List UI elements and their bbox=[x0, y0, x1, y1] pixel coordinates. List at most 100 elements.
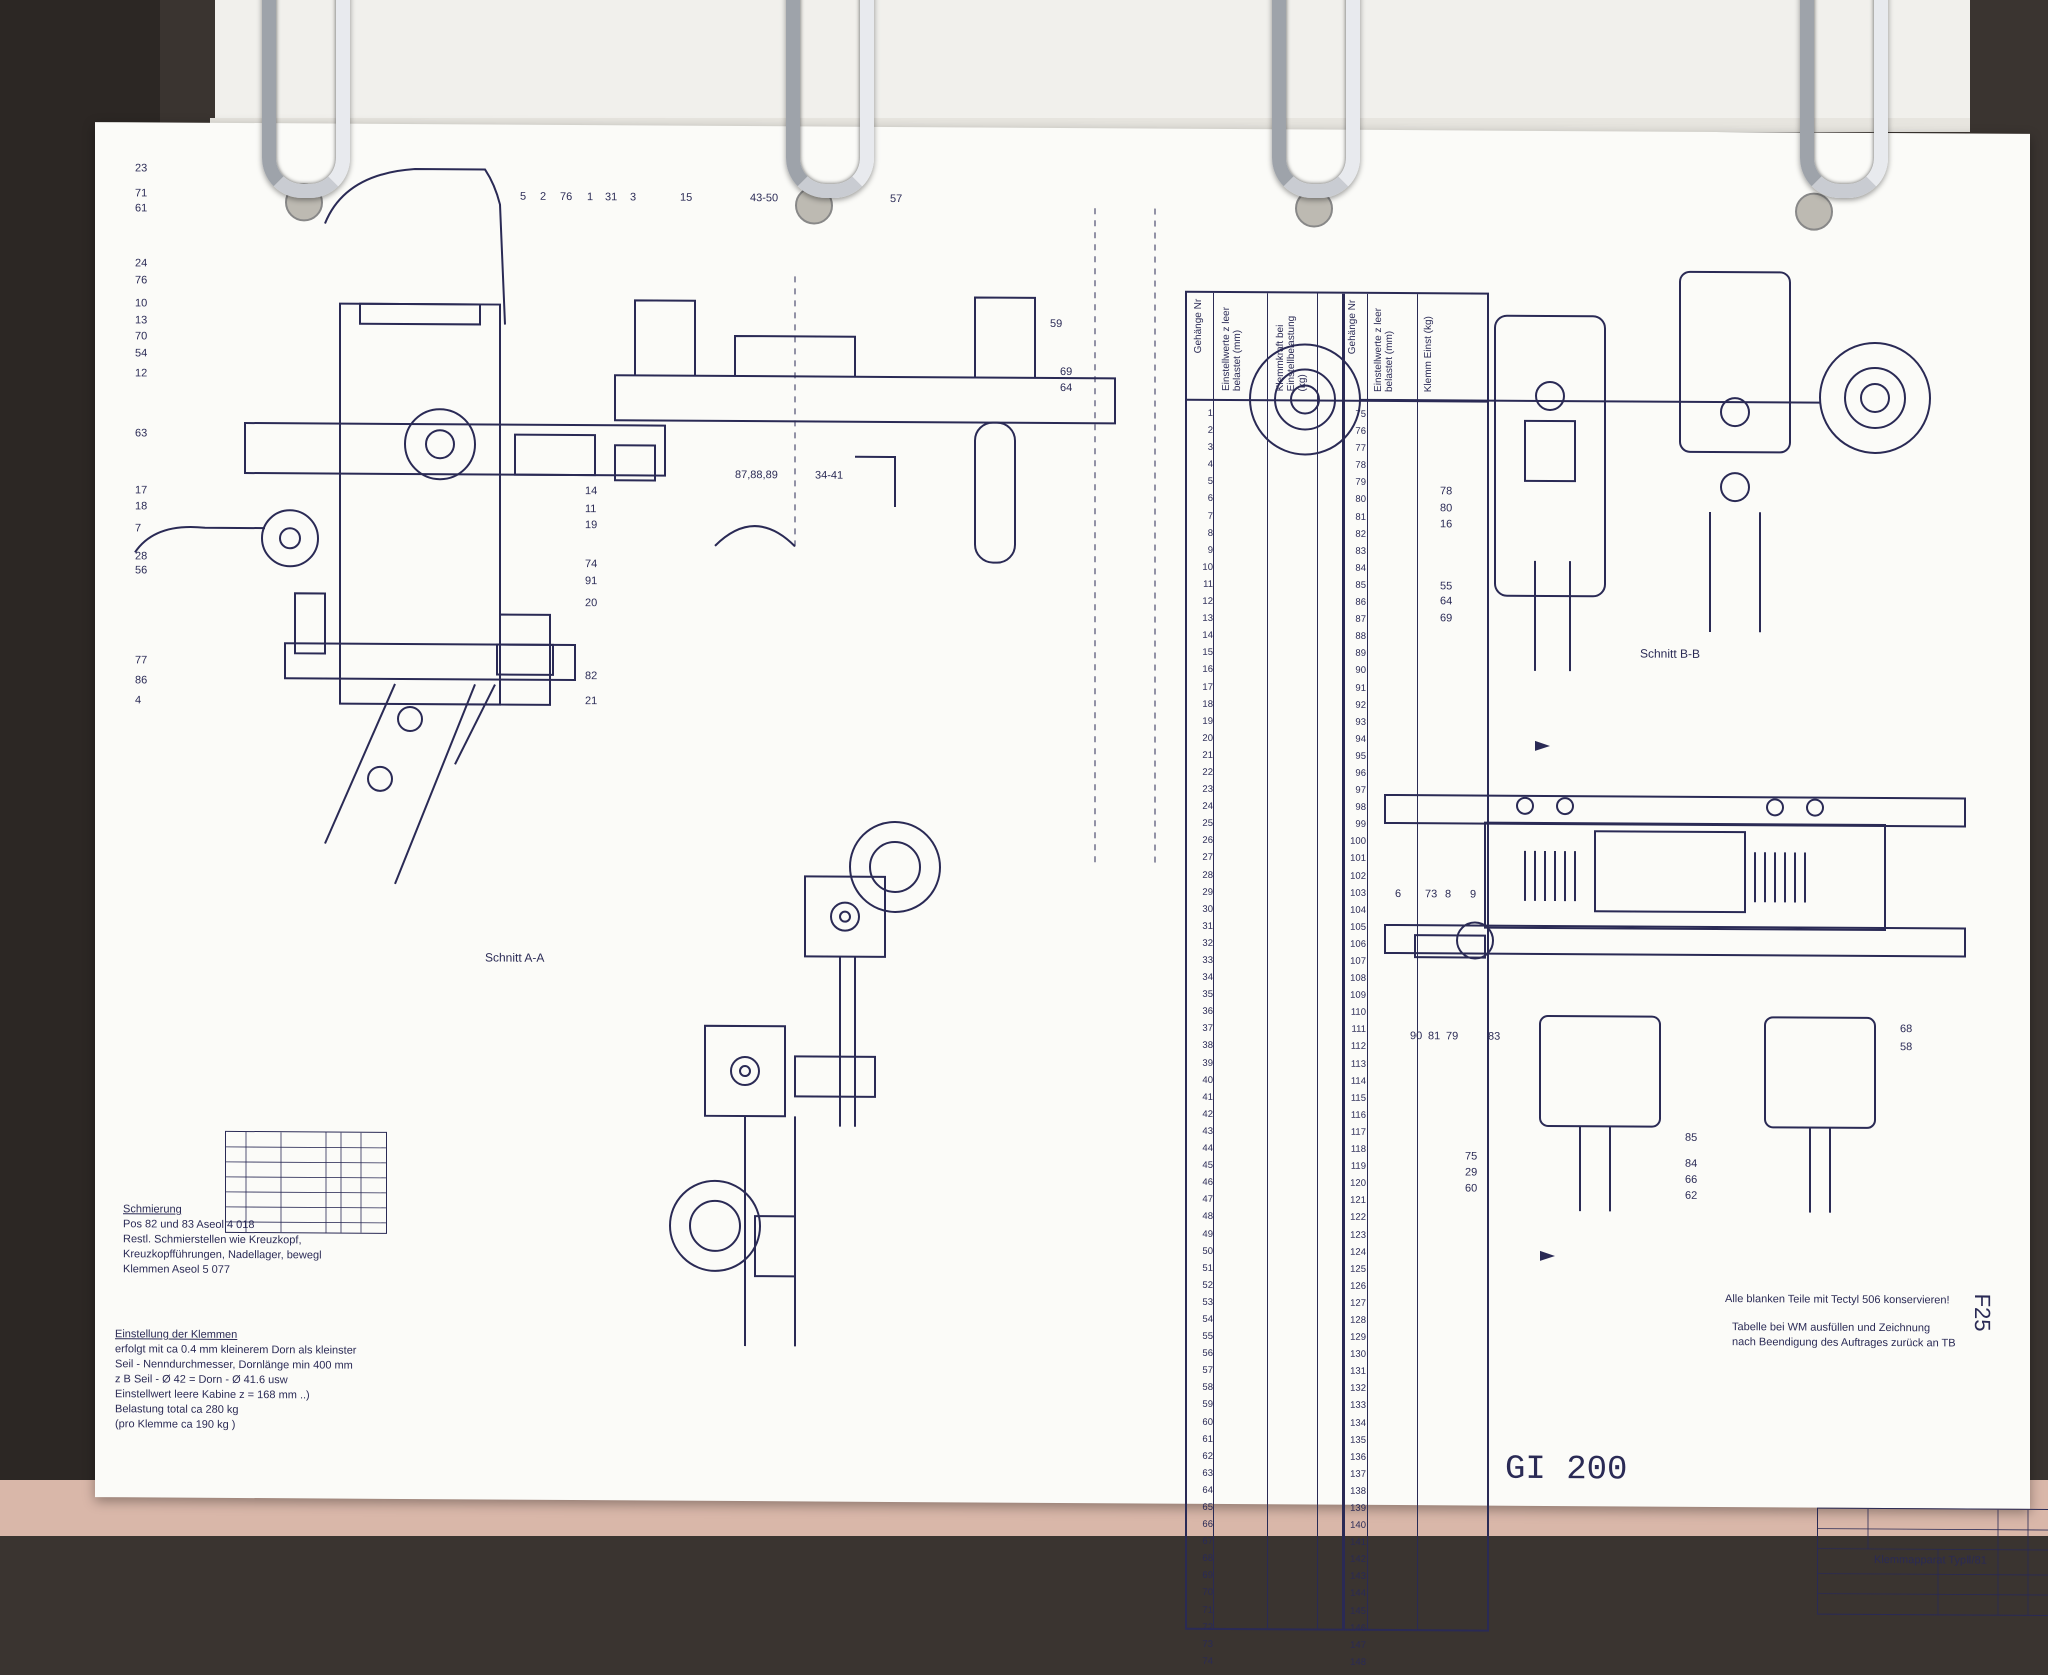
row-number: 121 bbox=[1350, 1195, 1366, 1207]
row-number: 43 bbox=[1202, 1125, 1213, 1137]
row-number: 104 bbox=[1350, 904, 1366, 916]
row-number: 62 bbox=[1202, 1450, 1213, 1462]
row-number: 128 bbox=[1350, 1314, 1366, 1326]
row-number: 58 bbox=[1202, 1382, 1213, 1394]
mini-spec-table bbox=[225, 1130, 387, 1234]
row-number: 65 bbox=[1202, 1501, 1213, 1513]
row-number: 75 bbox=[1355, 408, 1366, 420]
row-number: 106 bbox=[1350, 938, 1366, 950]
column-rule bbox=[1317, 293, 1318, 1629]
row-number: 46 bbox=[1202, 1177, 1213, 1189]
row-number: 61 bbox=[1202, 1433, 1213, 1445]
row-number: 23 bbox=[1202, 783, 1213, 795]
row-number: 148 bbox=[1350, 1656, 1366, 1668]
row-number: 36 bbox=[1202, 1006, 1213, 1018]
row-number: 5 bbox=[1207, 476, 1213, 488]
row-number: 105 bbox=[1350, 921, 1366, 933]
callout: 70 bbox=[135, 330, 148, 343]
row-number: 118 bbox=[1350, 1143, 1366, 1155]
technical-drawing-sheet: 23 71 61 24 76 10 13 70 54 12 63 17 18 7… bbox=[95, 122, 2048, 1668]
callout: 71 bbox=[135, 187, 148, 200]
row-number: 115 bbox=[1350, 1092, 1366, 1104]
note-line: nach Beendigung des Auftrages zurück an … bbox=[1732, 1336, 1956, 1350]
table-header-rule bbox=[1187, 398, 1487, 403]
row-number: 39 bbox=[1202, 1057, 1213, 1069]
row-number: 134 bbox=[1350, 1417, 1366, 1429]
row-number: 54 bbox=[1202, 1313, 1213, 1325]
callout: 7 bbox=[135, 522, 142, 535]
row-number: 103 bbox=[1350, 887, 1366, 899]
row-number: 129 bbox=[1350, 1331, 1366, 1343]
row-number: 8 bbox=[1207, 527, 1213, 539]
row-number: 97 bbox=[1355, 784, 1366, 796]
row-number: 138 bbox=[1350, 1485, 1366, 1497]
row-number: 21 bbox=[1202, 749, 1213, 761]
callout: 24 bbox=[135, 257, 148, 270]
row-number: 72 bbox=[1202, 1621, 1213, 1633]
row-number: 144 bbox=[1350, 1588, 1366, 1600]
row-number: 3 bbox=[1207, 442, 1213, 454]
row-number: 53 bbox=[1202, 1296, 1213, 1308]
callout: 5 bbox=[520, 190, 527, 203]
row-number: 135 bbox=[1350, 1434, 1366, 1446]
section-label-a: Schnitt A-A bbox=[485, 950, 545, 965]
callout: 3 bbox=[630, 191, 637, 204]
callout: 85 bbox=[1685, 1131, 1698, 1144]
row-number: 96 bbox=[1355, 767, 1366, 779]
row-number: 79 bbox=[1355, 477, 1366, 489]
row-number: 29 bbox=[1202, 886, 1213, 898]
clamp-setting-notes: Einstellung der Klemmen erfolgt mit ca 0… bbox=[115, 1327, 475, 1434]
row-number: 73 bbox=[1202, 1638, 1213, 1650]
drawing-title: Klemmapparat TypⅡ/81 bbox=[1874, 1553, 1987, 1567]
row-number: 94 bbox=[1355, 733, 1366, 745]
callout: 11 bbox=[585, 503, 597, 516]
row-number: 119 bbox=[1350, 1160, 1366, 1172]
column-header: Einstellwerte z leer belastet (mm) bbox=[1373, 307, 1395, 393]
row-number: 2 bbox=[1207, 424, 1213, 437]
column-rule bbox=[1417, 294, 1418, 1630]
row-number: 9 bbox=[1207, 544, 1213, 556]
row-number: 84 bbox=[1355, 562, 1366, 574]
callout: 63 bbox=[135, 427, 148, 440]
calibration-table: Gehänge Nr Einstellwerte z leer belastet… bbox=[1185, 290, 1489, 1668]
binder-ring bbox=[1800, 0, 1888, 198]
row-number: 34 bbox=[1202, 971, 1213, 984]
row-number: 117 bbox=[1350, 1126, 1366, 1138]
row-number: 38 bbox=[1202, 1040, 1213, 1052]
callout: 62 bbox=[1685, 1189, 1698, 1202]
column-header: Gehänge Nr bbox=[1193, 298, 1204, 354]
row-number: 137 bbox=[1350, 1468, 1366, 1480]
row-number: 101 bbox=[1350, 853, 1366, 865]
callout: 1 bbox=[587, 191, 594, 204]
row-number: 141 bbox=[1350, 1536, 1366, 1549]
row-number: 99 bbox=[1355, 819, 1366, 831]
row-number: 102 bbox=[1350, 870, 1366, 882]
column-header: Klemmkraft bei Einstellbelastung (kg) bbox=[1275, 315, 1308, 392]
row-number: 20 bbox=[1202, 732, 1213, 744]
callout: 77 bbox=[135, 654, 148, 667]
row-number: 56 bbox=[1202, 1348, 1213, 1360]
row-number: 89 bbox=[1355, 648, 1366, 660]
binder-ring bbox=[1272, 0, 1360, 198]
row-number: 4 bbox=[1207, 459, 1213, 471]
row-number: 48 bbox=[1202, 1211, 1213, 1223]
row-number: 19 bbox=[1202, 715, 1213, 727]
row-number: 44 bbox=[1202, 1142, 1213, 1154]
row-number: 50 bbox=[1202, 1245, 1213, 1257]
row-number: 131 bbox=[1350, 1366, 1366, 1378]
row-number: 88 bbox=[1355, 631, 1366, 643]
callout: 4 bbox=[135, 694, 142, 707]
row-number: 124 bbox=[1350, 1246, 1366, 1258]
row-number: 66 bbox=[1202, 1518, 1213, 1531]
row-number: 74 bbox=[1202, 1655, 1213, 1667]
row-number: 26 bbox=[1202, 835, 1213, 847]
row-number: 98 bbox=[1355, 801, 1366, 814]
row-number: 71 bbox=[1202, 1604, 1213, 1616]
row-number: 76 bbox=[1355, 425, 1366, 437]
section-label-b: Schnitt B-B bbox=[1640, 646, 1701, 661]
callout: 69 bbox=[1060, 365, 1073, 379]
row-number: 113 bbox=[1350, 1058, 1366, 1070]
row-number: 122 bbox=[1350, 1212, 1366, 1224]
row-number: 60 bbox=[1202, 1416, 1213, 1428]
